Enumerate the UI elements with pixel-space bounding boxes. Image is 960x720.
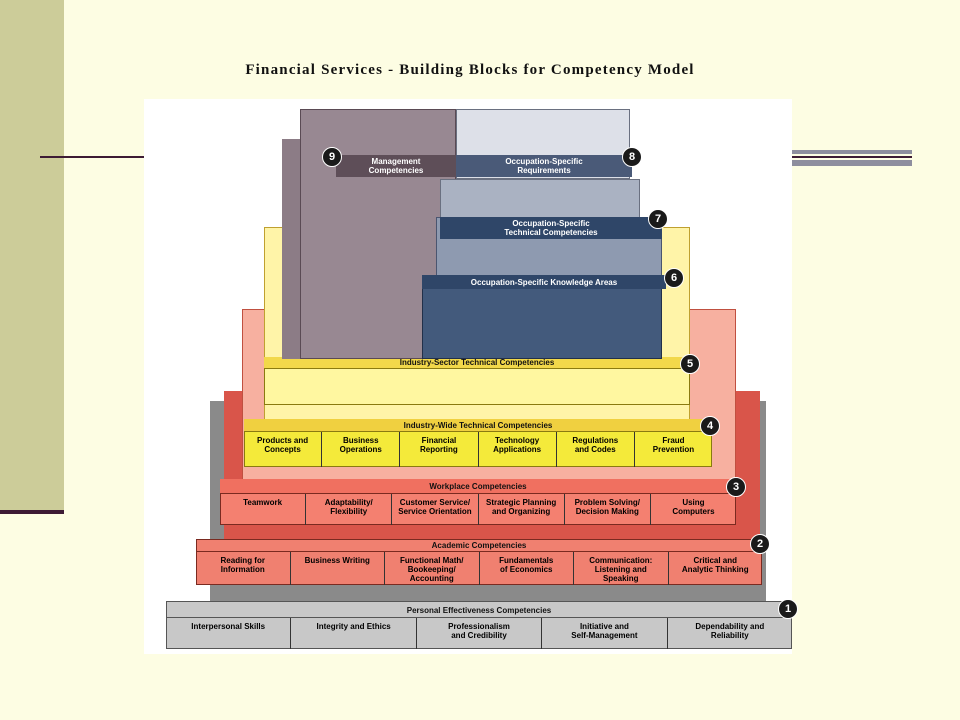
left-accent-line [0,510,64,514]
divider-line-right-top [790,150,912,154]
upper-block-right-base [422,275,662,359]
tier-9-band: Management Competencies [336,155,456,177]
tier-2-cell: Functional Math/ Bookeeping/ Accounting [385,552,480,585]
tier-7-number-badge: 7 [648,209,668,229]
tier-2-row: Reading for Information Business Writing… [196,551,762,585]
tier-9-number-badge: 9 [322,147,342,167]
tier-8-band: Occupation-Specific Requirements [456,155,632,177]
divider-line-right [790,156,912,158]
tier-1-cell: Dependability and Reliability [695,622,765,640]
tier-5-band: Industry-Sector Technical Competencies [264,357,690,369]
tier-4-cell: Technology Applications [479,432,557,467]
tier-7-band: Occupation-Specific Technical Competenci… [440,217,662,239]
tier-3-row: Teamwork Adaptability/ Flexibility Custo… [220,493,736,525]
tier-1-cell: Integrity and Ethics [291,618,417,649]
left-accent-bar [0,0,64,512]
tier-1-number-badge: 1 [778,599,798,619]
tier-5-number-badge: 5 [680,354,700,374]
tier-6-band: Occupation-Specific Knowledge Areas [422,275,666,289]
tier-1-band: Personal Effectiveness Competencies [406,605,552,615]
tier-4-cell: Regulations and Codes [557,432,635,467]
tier-8-number-badge: 8 [622,147,642,167]
tier-1-face [166,601,792,649]
tier-3-cell: Problem Solving/ Decision Making [565,494,651,525]
tier-4-band: Industry-Wide Technical Competencies [244,419,712,431]
divider-line-right-bottom [790,160,912,166]
tier-3-cell: Strategic Planning and Organizing [479,494,565,525]
tier-4-cell: Business Operations [322,432,401,467]
tier-3-cell: Using Computers [672,498,715,516]
tier-3-cell: Adaptability/ Flexibility [306,494,393,525]
tier-2-cell: Communication: Listening and Speaking [574,552,669,585]
tier-3-band: Workplace Competencies [220,479,736,493]
tier-2-cell: Fundamentals of Economics [480,552,574,585]
tier-4-row: Products and Concepts Business Operation… [244,431,712,467]
tier-3-number-badge: 3 [726,477,746,497]
tier-1-cell: Professionalism and Credibility [417,618,543,649]
tier-4-cell: Financial Reporting [400,432,479,467]
tier-4-cell: Products and Concepts [244,432,323,467]
tier-2-cell: Reading for Information [196,552,291,585]
tier-3-cell: Teamwork [220,494,307,525]
tier-1-row: Interpersonal Skills Integrity and Ethic… [166,617,792,649]
tier-6-number-badge: 6 [664,268,684,288]
page-title: Financial Services - Building Blocks for… [245,62,695,78]
tier-4-cell: Fraud Prevention [652,436,695,454]
tier-3-cell: Customer Service/ Service Orientation [392,494,479,525]
tier-2-cell: Business Writing [291,552,385,585]
tier-1-cell: Initiative and Self-Management [542,618,668,649]
upper-block-right-step [440,179,640,219]
tier-2-number-badge: 2 [750,534,770,554]
competency-pyramid: Personal Effectiveness Competencies Inte… [144,99,798,654]
tier-2-cell: Critical and Analytic Thinking [681,556,749,574]
tier-1-cell: Interpersonal Skills [166,618,292,649]
divider-line-left [40,156,150,158]
tier-2-band: Academic Competencies [431,540,527,550]
tier-4-number-badge: 4 [700,416,720,436]
